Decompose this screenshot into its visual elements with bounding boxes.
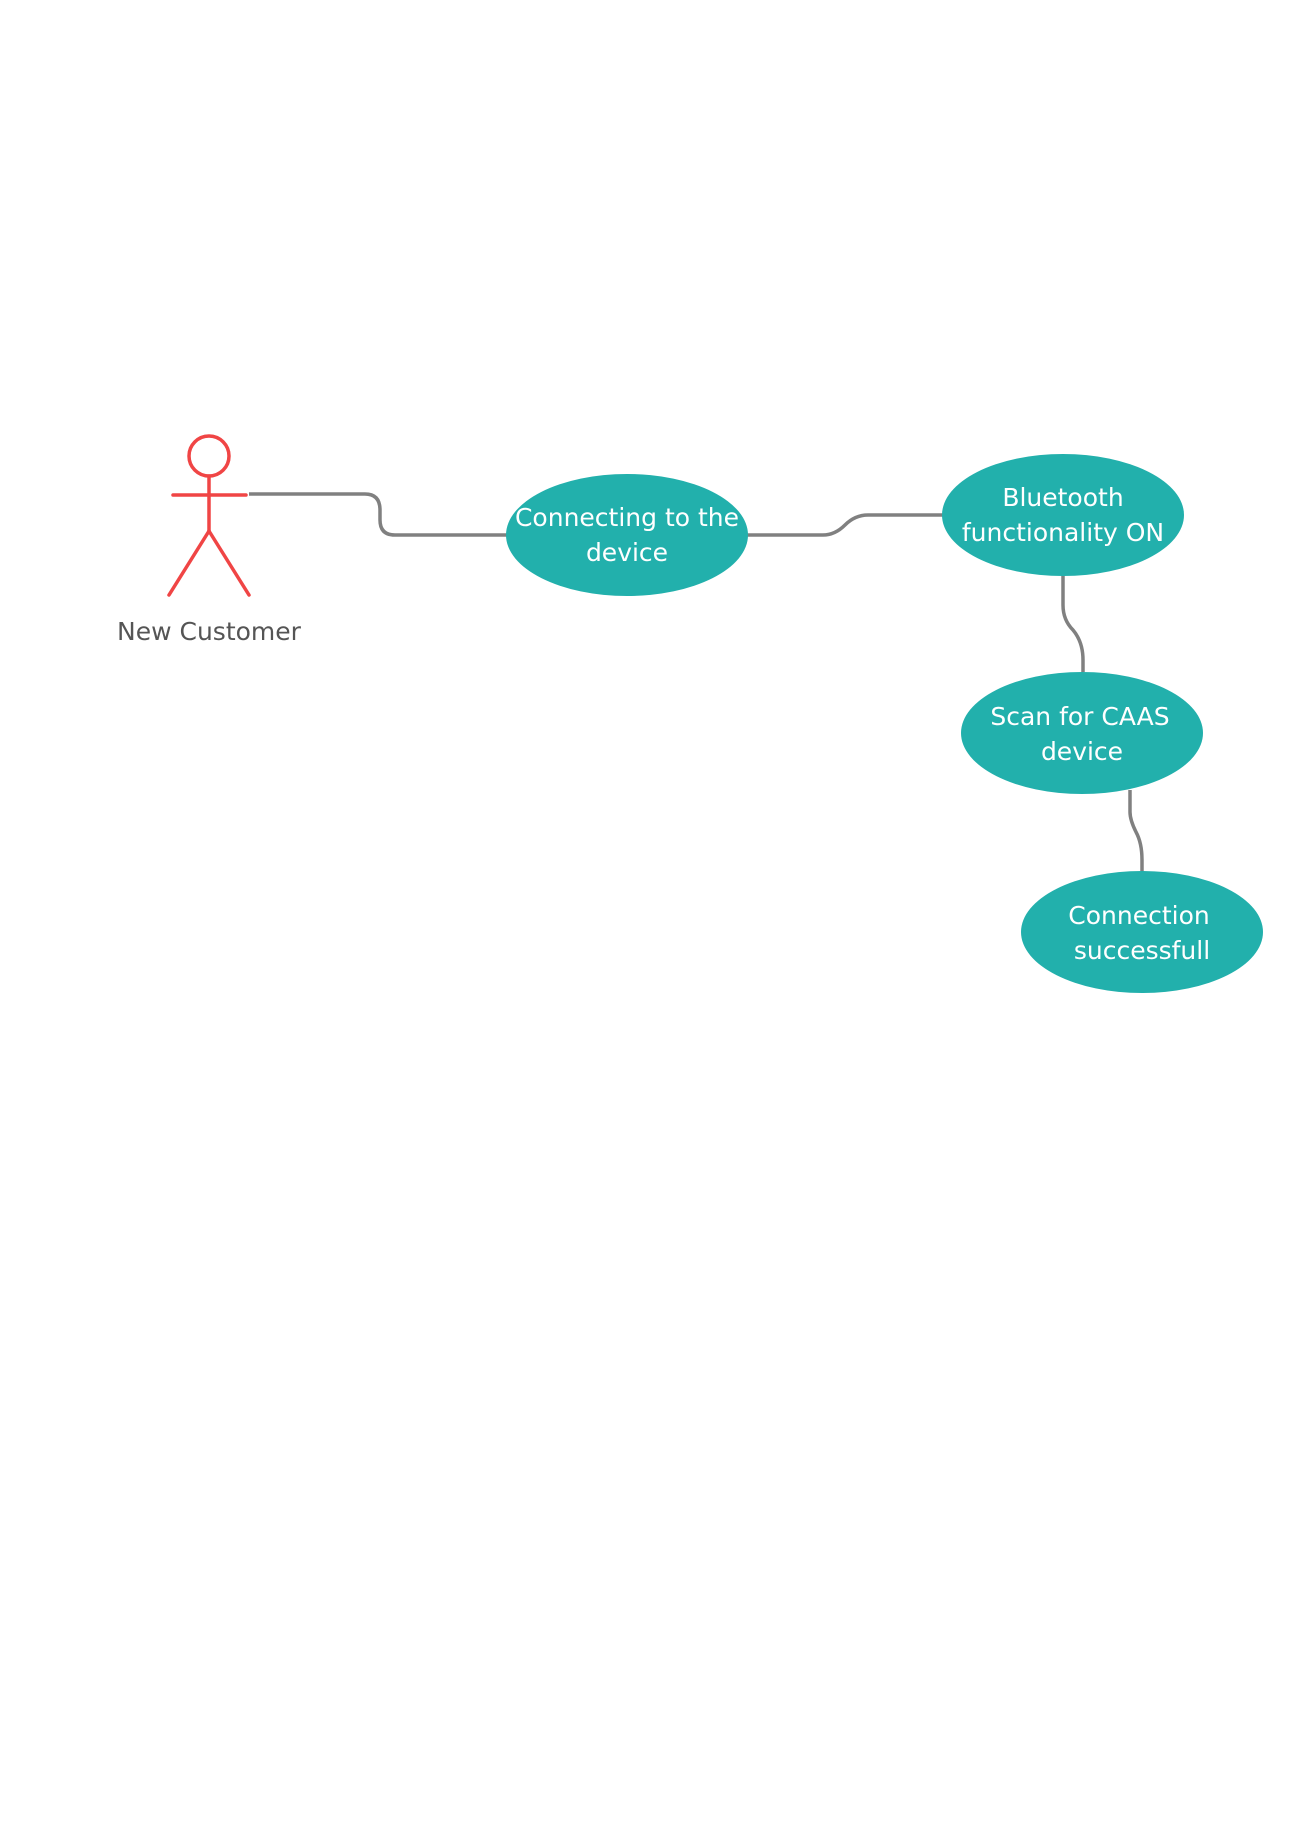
use-case-ellipse xyxy=(942,454,1184,576)
stick-figure-icon xyxy=(167,434,251,597)
use-case-ellipse xyxy=(506,474,748,596)
actor-label: New Customer xyxy=(117,617,302,646)
use-case-ellipse xyxy=(961,672,1203,794)
use-case-success[interactable]: Connection successfull xyxy=(1021,871,1263,993)
use-case-label-line-1: Connecting to the xyxy=(515,503,739,532)
connector-actor-to-connecting xyxy=(249,492,507,537)
connector-connecting-to-bluetooth xyxy=(747,513,945,537)
use-case-label-line-1: Scan for CAAS xyxy=(990,702,1169,731)
use-case-ellipse xyxy=(1021,871,1263,993)
use-case-label-line-2: device xyxy=(1041,737,1123,766)
connector-scan-to-success xyxy=(1128,790,1144,871)
use-case-scan[interactable]: Scan for CAAS device xyxy=(961,672,1203,794)
use-case-bluetooth[interactable]: Bluetooth functionality ON xyxy=(942,454,1184,576)
use-case-label-line-1: Connection xyxy=(1068,901,1209,930)
use-case-connecting[interactable]: Connecting to the device xyxy=(506,474,748,596)
use-case-label-line-2: functionality ON xyxy=(962,518,1164,547)
connector-bluetooth-to-scan xyxy=(1061,575,1085,672)
use-case-label-line-2: successfull xyxy=(1074,936,1210,965)
connectors xyxy=(249,492,1144,871)
use-case-label-line-2: device xyxy=(586,538,668,567)
actor-new-customer[interactable]: New Customer xyxy=(117,434,302,646)
use-case-label-line-1: Bluetooth xyxy=(1002,483,1123,512)
